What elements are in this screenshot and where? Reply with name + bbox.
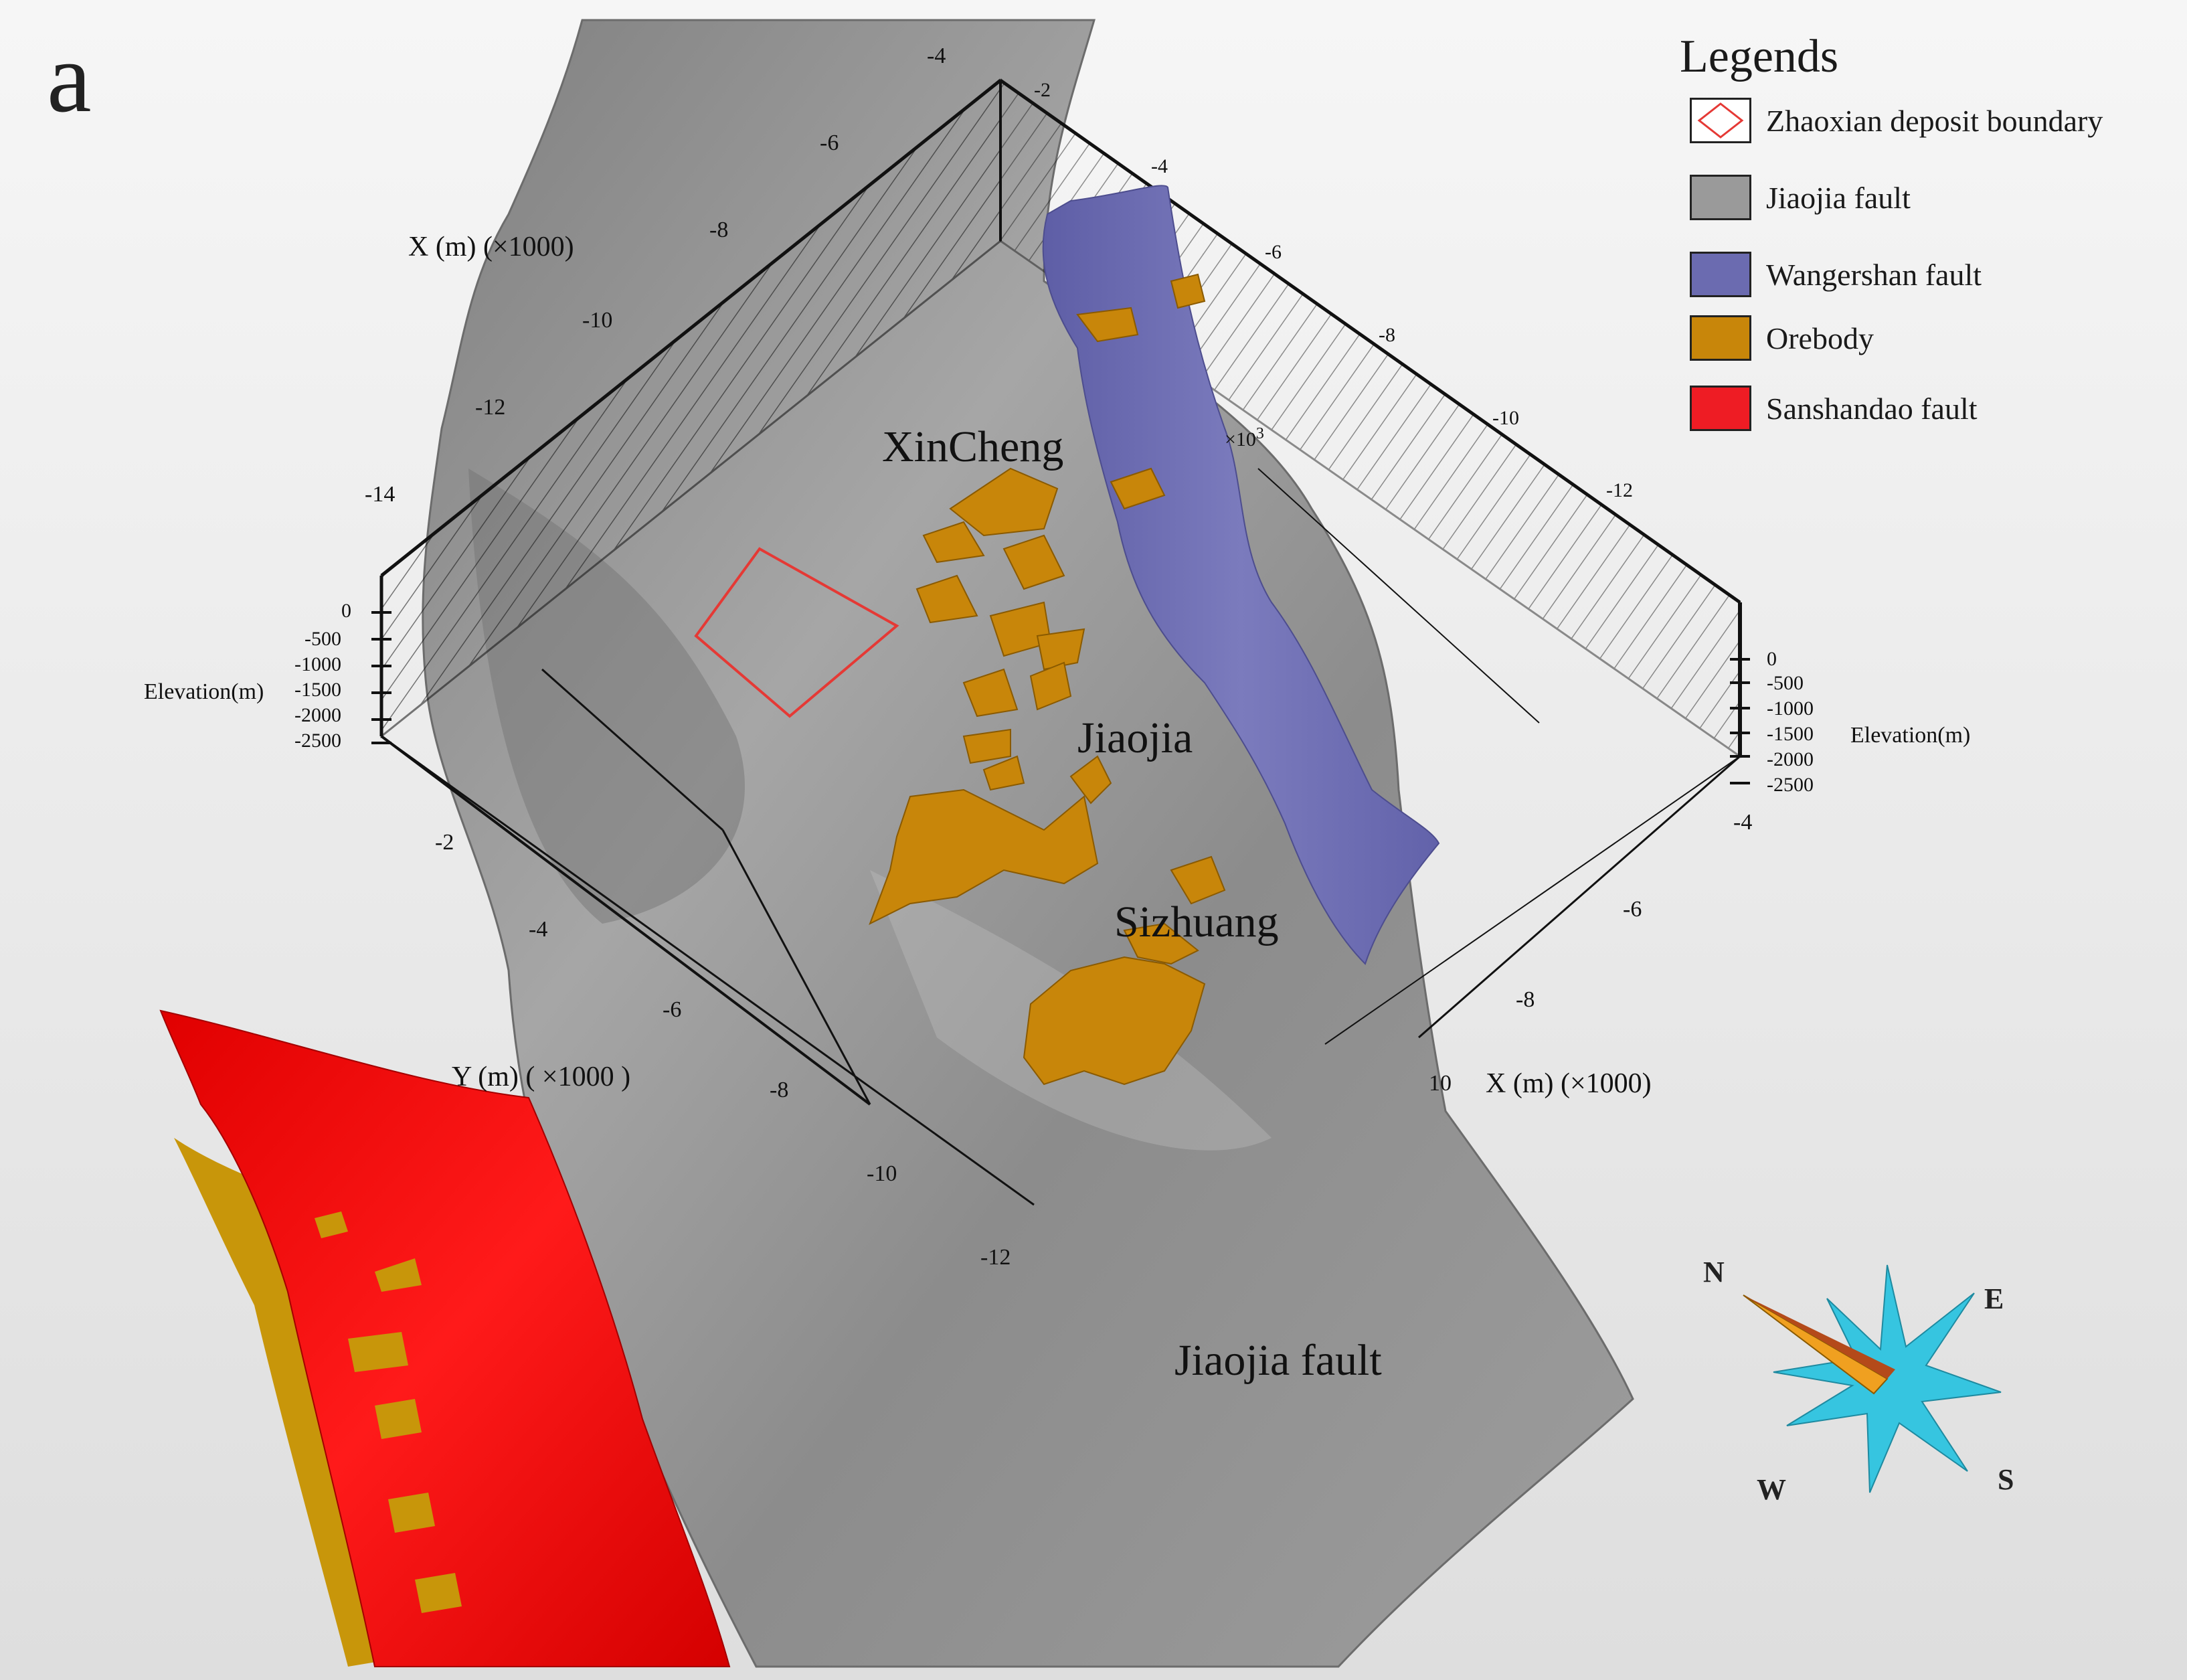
sanshandao-fault-surface — [159, 1009, 731, 1667]
left-elevation-ticks — [371, 611, 391, 744]
orebody-xincheng-7 — [1036, 628, 1085, 671]
legend-item-jiaojia-fault: Jiaojia fault — [1690, 171, 1911, 224]
orebody-sizhuang-main — [1023, 956, 1206, 1086]
top-right-tick: -2 — [1034, 79, 1051, 101]
orebody-xincheng-3 — [1002, 534, 1065, 590]
orebody-jiaojia-main — [869, 788, 1099, 926]
orebody-xincheng-1 — [949, 467, 1059, 537]
x-left-tick: -8 — [709, 218, 729, 242]
legend-item-deposit-boundary: Zhaoxian deposit boundary — [1690, 94, 2103, 147]
orebody-jiaojia-1 — [962, 668, 1019, 718]
right-bounding-box — [999, 78, 1742, 1045]
zhaoxian-deposit-boundary — [694, 547, 899, 718]
top-right-tick: -8 — [1379, 324, 1395, 346]
y-tick: -4 — [529, 917, 548, 942]
elevation-tick-right: 0 — [1767, 648, 1777, 670]
orebody-east-1 — [1076, 307, 1139, 343]
top-right-tick: -12 — [1606, 479, 1633, 501]
orebody-sizhuang-2 — [1123, 922, 1199, 965]
elevation-title-right: Elevation(m) — [1850, 723, 1971, 748]
orebody-jiaojia-2 — [1029, 661, 1072, 711]
orebody-jiaojia-4 — [982, 755, 1025, 791]
top-right-tick: -4 — [1151, 155, 1168, 177]
y-tick: -2 — [435, 830, 454, 855]
compass-south: S — [1998, 1463, 2014, 1496]
y-axis-title: Y (m) ( ×1000 ) — [452, 1062, 631, 1092]
legend-item-wangershan-fault: Wangershan fault — [1690, 248, 1982, 301]
elevation-tick-right: -1500 — [1767, 723, 1814, 745]
y-tick: -12 — [980, 1245, 1011, 1270]
region-label-xincheng: XinCheng — [882, 422, 1064, 471]
orebody-swatch — [1690, 315, 1751, 361]
top-right-exponent-power: 3 — [1255, 425, 1264, 442]
x-right-tick: -8 — [1516, 987, 1535, 1012]
top-right-tick: -6 — [1265, 241, 1282, 263]
x-right-tick: -4 — [1733, 810, 1753, 835]
sanshandao-fault-rim — [174, 1138, 388, 1667]
elevation-tick-right: -2000 — [1767, 748, 1814, 770]
elevation-tick-left: -2500 — [294, 730, 341, 752]
orebody-xincheng-2 — [922, 521, 985, 564]
elevation-tick-left: 0 — [341, 600, 351, 622]
orebody-east-2 — [1170, 273, 1206, 309]
elevation-tick-left: -500 — [304, 628, 341, 650]
wangershan-fault-swatch — [1690, 252, 1751, 297]
x-axis-title-left: X (m) (×1000) — [408, 232, 574, 262]
legend-item-sanshandao-fault: Sanshandao fault — [1690, 382, 1978, 435]
legend-label: Jiaojia fault — [1766, 180, 1911, 215]
jiaojia-fault-swatch — [1690, 175, 1751, 220]
x-left-tick: -14 — [365, 482, 396, 507]
top-right-exponent-base: ×10 — [1225, 428, 1256, 450]
top-right-tick: -10 — [1492, 407, 1519, 429]
legend-item-orebody: Orebody — [1690, 311, 1874, 365]
legend-label: Sanshandao fault — [1766, 391, 1978, 426]
compass-west: W — [1757, 1473, 1786, 1506]
x-right-tick: 10 — [1429, 1071, 1452, 1096]
legend-title: Legends — [1680, 31, 1839, 82]
legend-label: Wangershan fault — [1766, 257, 1982, 292]
legend-label: Orebody — [1766, 321, 1874, 355]
right-elevation-ticks — [1730, 658, 1750, 784]
y-tick: -10 — [867, 1161, 897, 1186]
elevation-tick-right: -1000 — [1767, 697, 1814, 720]
x-left-tick: -12 — [475, 395, 506, 420]
elevation-title-left: Elevation(m) — [144, 679, 264, 704]
elevation-tick-left: -2000 — [294, 704, 341, 726]
orebody-sizhuang-3 — [1170, 855, 1226, 905]
elevation-tick-right: -500 — [1767, 672, 1804, 694]
y-tick: -6 — [663, 997, 682, 1022]
deposit-boundary-swatch — [1690, 98, 1751, 143]
left-bounding-box — [379, 78, 1035, 1206]
region-label-sizhuang: Sizhuang — [1114, 898, 1279, 946]
x-left-tick: -6 — [820, 131, 839, 155]
orebodies — [869, 273, 1226, 1086]
elevation-tick-right: -2500 — [1767, 774, 1814, 796]
region-label-jiaojia-fault: Jiaojia fault — [1174, 1336, 1382, 1385]
x-left-tick: -4 — [927, 44, 946, 68]
compass-rose — [1743, 1264, 2002, 1493]
panel-label: a — [47, 22, 92, 133]
compass-north: N — [1703, 1256, 1725, 1288]
top-right-exponent: ×103 — [1225, 425, 1264, 451]
sanshandao-ore-spots — [315, 1211, 462, 1613]
orebody-jiaojia-5 — [1069, 755, 1112, 805]
legend-label: Zhaoxian deposit boundary — [1766, 103, 2103, 138]
compass-needle-dark — [1743, 1295, 1895, 1379]
compass-east: E — [1984, 1282, 2004, 1315]
elevation-tick-left: -1000 — [294, 653, 341, 675]
orebody-xincheng-4 — [915, 574, 978, 624]
orebody-jiaojia-3 — [962, 728, 1011, 764]
y-tick: -8 — [770, 1078, 789, 1102]
orebody-xincheng-6 — [1110, 467, 1166, 510]
sanshandao-fault-swatch — [1690, 386, 1751, 431]
x-left-tick: -10 — [582, 308, 613, 333]
wangershan-fault-surface — [1042, 185, 1440, 965]
elevation-tick-left: -1500 — [294, 679, 341, 701]
x-right-tick: -6 — [1623, 897, 1642, 922]
region-label-jiaojia: Jiaojia — [1077, 713, 1193, 762]
x-axis-title-right: X (m) (×1000) — [1486, 1068, 1652, 1099]
